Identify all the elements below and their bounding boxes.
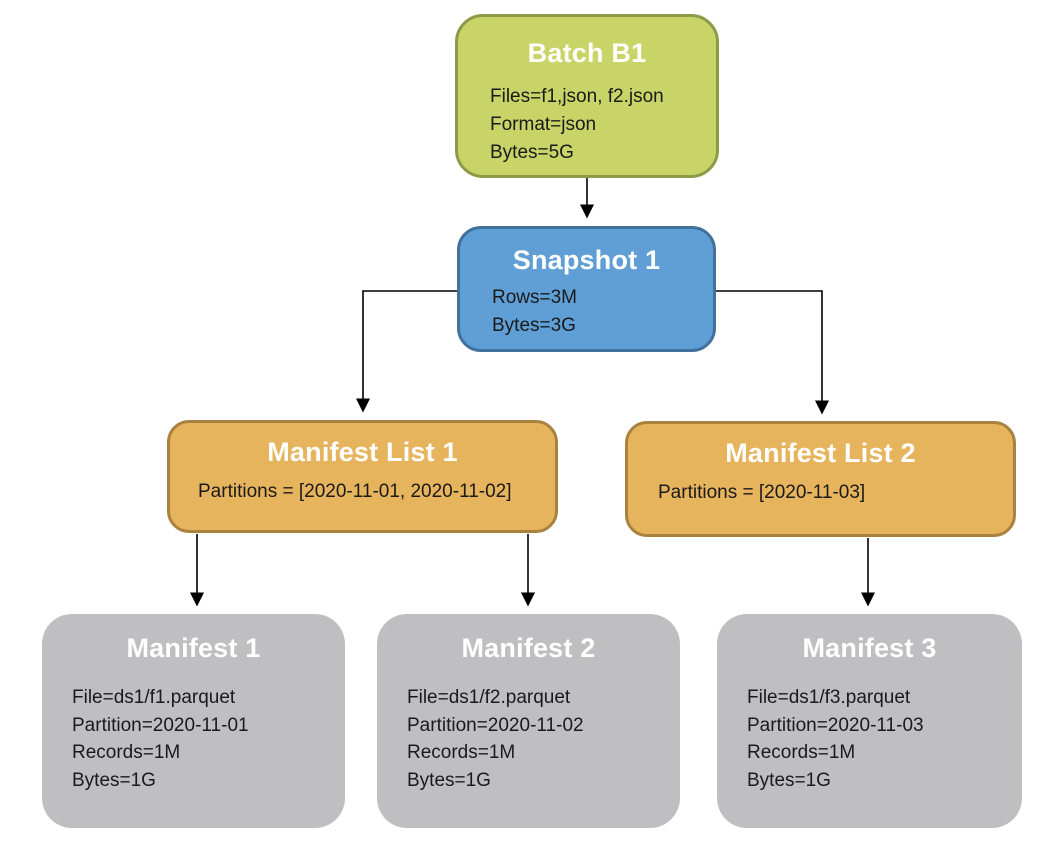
- node-attribute: Bytes=1G: [72, 769, 156, 791]
- node-manifest-list-2: Manifest List 2 Partitions = [2020-11-03…: [625, 421, 1016, 537]
- node-attribute: Records=1M: [407, 742, 516, 763]
- node-attribute: Files=f1,json, f2.json: [490, 86, 664, 107]
- node-manifest-2-body: File=ds1/f2.parquet Partition=2020-11-02…: [407, 684, 680, 794]
- node-attribute: File=ds1/f2.parquet: [407, 687, 571, 708]
- node-attribute: Bytes=1G: [747, 769, 831, 791]
- node-manifest-1-body: File=ds1/f1.parquet Partition=2020-11-01…: [72, 684, 345, 794]
- node-manifest-2-title: Manifest 2: [461, 633, 596, 663]
- node-attribute: Partition=2020-11-03: [747, 714, 924, 736]
- node-attribute: Bytes=1G: [407, 769, 491, 791]
- node-manifest-3-title: Manifest 3: [802, 633, 937, 663]
- node-manifest-2: Manifest 2 File=ds1/f2.parquet Partition…: [377, 614, 680, 828]
- node-attribute: File=ds1/f1.parquet: [72, 687, 236, 708]
- node-attribute: Bytes=5G: [490, 142, 574, 163]
- node-manifest-list-1: Manifest List 1 Partitions = [2020-11-01…: [167, 420, 558, 533]
- edge-snapshot-to-manifest-list-2: [716, 290, 829, 415]
- node-attribute: File=ds1/f3.parquet: [747, 687, 911, 708]
- node-attribute: Partition=2020-11-01: [72, 714, 249, 736]
- node-snapshot-1: Snapshot 1 Rows=3M Bytes=3G: [457, 226, 716, 352]
- node-attribute: Partition=2020-11-02: [407, 714, 584, 736]
- node-batch-b1-title: Batch B1: [527, 38, 647, 68]
- node-manifest-list-1-body: Partitions = [2020-11-01, 2020-11-02]: [198, 478, 555, 505]
- node-manifest-3: Manifest 3 File=ds1/f3.parquet Partition…: [717, 614, 1022, 828]
- node-snapshot-1-body: Rows=3M Bytes=3G: [492, 284, 713, 340]
- node-snapshot-1-title: Snapshot 1: [512, 245, 661, 275]
- node-manifest-list-2-title: Manifest List 2: [725, 438, 916, 468]
- node-attribute: Records=1M: [747, 742, 856, 763]
- node-attribute: Format=json: [490, 114, 597, 135]
- node-attribute: Records=1M: [72, 742, 181, 763]
- node-batch-b1: Batch B1 Files=f1,json, f2.json Format=j…: [455, 14, 719, 178]
- node-manifest-list-1-title: Manifest List 1: [267, 437, 458, 467]
- node-manifest-list-2-body: Partitions = [2020-11-03]: [658, 479, 1013, 506]
- node-batch-b1-body: Files=f1,json, f2.json Format=json Bytes…: [490, 83, 716, 167]
- node-manifest-1: Manifest 1 File=ds1/f1.parquet Partition…: [42, 614, 345, 828]
- node-attribute: Partitions = [2020-11-01, 2020-11-02]: [198, 481, 512, 502]
- node-attribute: Partitions = [2020-11-03]: [658, 482, 866, 503]
- edge-snapshot-to-manifest-list-1: [356, 290, 458, 413]
- node-attribute: Rows=3M: [492, 287, 577, 308]
- node-manifest-1-title: Manifest 1: [126, 633, 261, 663]
- node-manifest-3-body: File=ds1/f3.parquet Partition=2020-11-03…: [747, 684, 1022, 794]
- node-attribute: Bytes=3G: [492, 315, 576, 336]
